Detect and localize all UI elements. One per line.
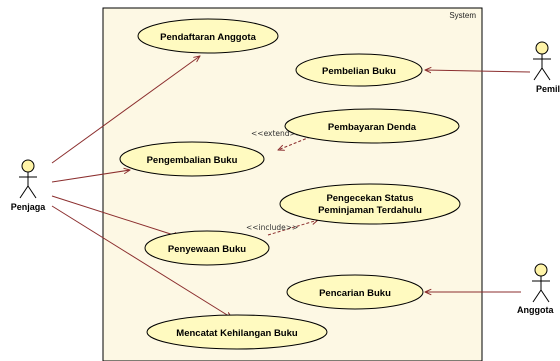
use-case-pembelian-buku[interactable]: Pembelian Buku: [295, 53, 423, 87]
assoc-penjaga-penyewaan: [51, 195, 180, 237]
actor-pemilik[interactable]: Pemilik: [533, 41, 560, 94]
assoc-penjaga-pendaftaran: [51, 56, 200, 164]
use-case-label: Pencarian Buku: [319, 288, 391, 299]
assoc-pemilik-pembelian: [425, 70, 531, 72]
use-case-label: Pendaftaran Anggota: [160, 32, 256, 43]
use-case-label-line2: Peminjaman Terdahulu: [318, 205, 422, 216]
actor-figure-icon: [532, 263, 550, 303]
actor-label: Penjaga: [11, 202, 47, 212]
actor-label: Anggota: [517, 305, 554, 315]
use-case-pencarian-buku[interactable]: Pencarian Buku: [286, 274, 424, 310]
extend-stereotype: <<extend>>: [251, 129, 302, 138]
system-boundary: [102, 7, 483, 361]
use-case-pengembalian-buku[interactable]: Pengembalian Buku: [119, 141, 265, 177]
use-case-label: Pembelian Buku: [322, 66, 396, 77]
use-case-label: Pengembalian Buku: [147, 155, 238, 166]
include-stereotype: <<include>>: [246, 223, 298, 232]
use-case-label: Penyewaan Buku: [168, 244, 246, 255]
use-case-label: Pembayaran Denda: [328, 122, 417, 133]
use-case-label-line1: Pengecekan Status: [326, 193, 413, 204]
assoc-penjaga-pengembalian: [51, 170, 130, 183]
use-case-pengecekan-status[interactable]: Pengecekan Status Peminjaman Terdahulu: [279, 183, 461, 225]
actor-figure-icon: [19, 159, 37, 199]
use-case-mencatat-kehilangan-buku[interactable]: Mencatat Kehilangan Buku: [146, 314, 328, 350]
use-case-label: Mencatat Kehilangan Buku: [176, 328, 298, 339]
use-case-pembayaran-denda[interactable]: Pembayaran Denda: [284, 108, 460, 144]
use-case-penyewaan-buku[interactable]: Penyewaan Buku: [144, 230, 270, 266]
system-label: System: [449, 11, 476, 20]
include-line: [267, 220, 318, 236]
use-case-pendaftaran-anggota[interactable]: Pendaftaran Anggota: [137, 18, 279, 54]
assoc-penjaga-mencatat: [51, 205, 232, 318]
actor-label: Pemilik: [536, 84, 560, 94]
actor-figure-icon: [533, 41, 551, 81]
actor-penjaga[interactable]: Penjaga: [11, 159, 47, 212]
actor-anggota[interactable]: Anggota: [517, 263, 554, 315]
